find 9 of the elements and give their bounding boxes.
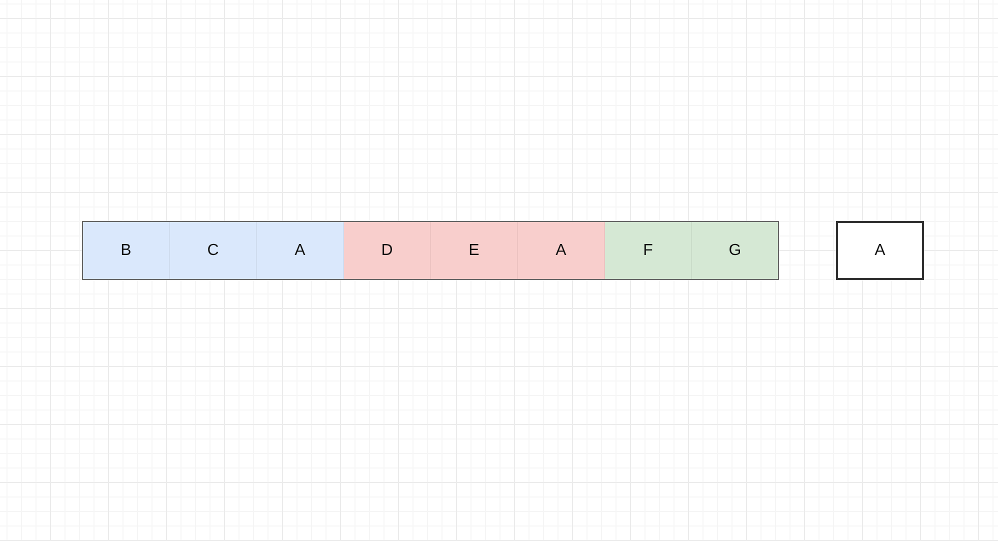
array-cell: D (344, 222, 431, 279)
array-cell: F (605, 222, 692, 279)
array-cell: E (431, 222, 518, 279)
array-cell: A (257, 222, 344, 279)
array-cell: A (518, 222, 605, 279)
array-cell: C (170, 222, 257, 279)
array-cell: G (692, 222, 778, 279)
array-cell: B (83, 222, 170, 279)
element-box: A (836, 221, 924, 280)
